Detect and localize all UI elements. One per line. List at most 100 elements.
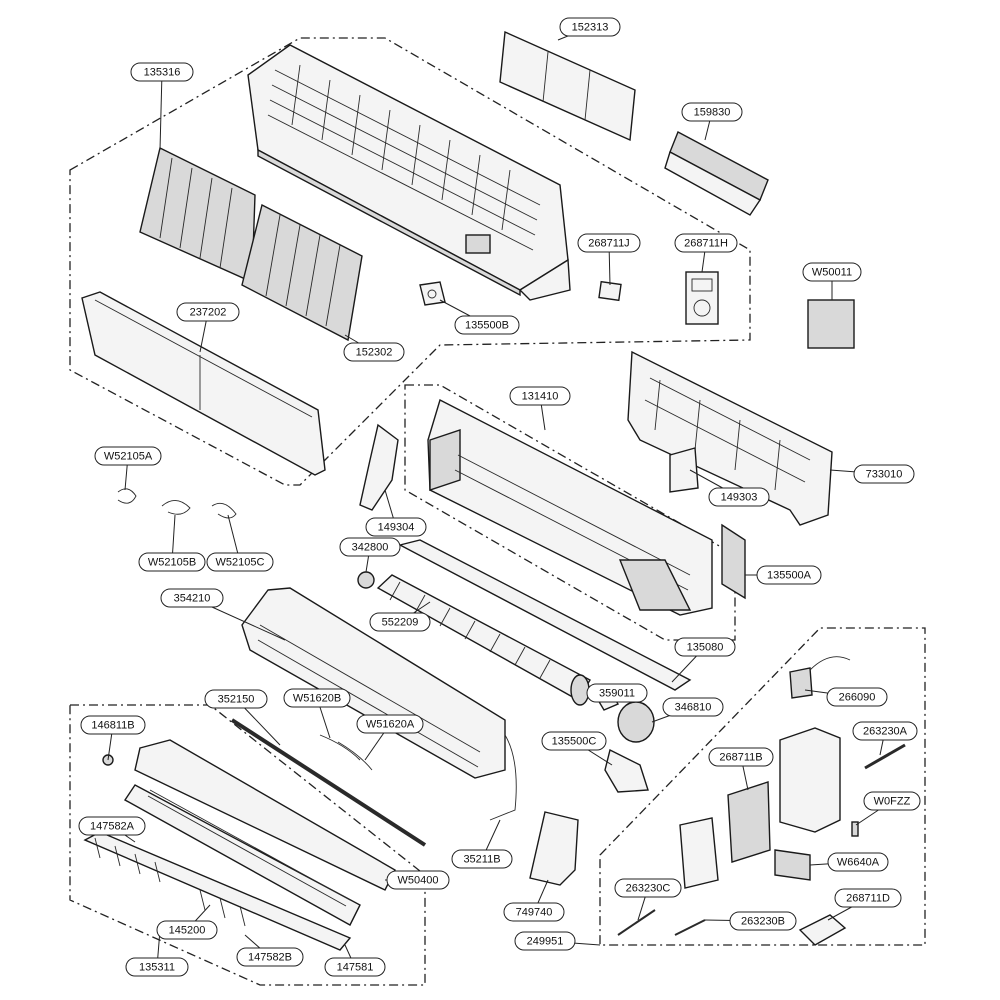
callout-oval: [834, 888, 902, 908]
callout-oval: [130, 62, 194, 82]
cabinet-housing: [247, 44, 571, 301]
callout-oval: [94, 446, 162, 466]
callout-oval: [577, 233, 641, 253]
callout-label: 145200: [169, 925, 206, 937]
callout-oval: [863, 791, 921, 811]
callout-352150: 352150: [204, 689, 268, 709]
callout-149303: 149303: [708, 487, 770, 507]
callout-249951: 249951: [514, 931, 576, 951]
callout-oval: [802, 262, 862, 282]
callout-oval: [386, 870, 450, 890]
leader-135316: [159, 71, 163, 151]
chassis: [427, 398, 713, 616]
group-outline-front-panel: [69, 37, 751, 486]
callout-label: 149303: [721, 492, 758, 504]
callout-label: 35211B: [463, 854, 500, 866]
callout-label: W52105C: [216, 557, 265, 569]
callout-label: 268711B: [719, 752, 762, 764]
callout-oval: [853, 464, 915, 484]
callout-label: 359011: [599, 688, 635, 700]
callout-oval: [236, 947, 304, 967]
callout-oval: [156, 920, 218, 940]
callout-label: 263230B: [741, 916, 785, 928]
transformer-266090: [789, 667, 813, 699]
callout-label: 135080: [687, 642, 724, 654]
callout-label: W52105B: [148, 557, 196, 569]
callout-label: W51620A: [366, 719, 415, 731]
air-filter-left: [139, 146, 256, 284]
filter-152313: [499, 30, 636, 142]
callout-oval: [708, 487, 770, 507]
callout-266090: 266090: [826, 687, 888, 707]
callout-label: 342800: [352, 542, 389, 554]
callout-label: 146811B: [91, 720, 134, 732]
callout-147581: 147581: [324, 957, 386, 977]
louver-frame: [123, 739, 396, 926]
callout-oval: [125, 957, 189, 977]
callout-oval: [756, 565, 822, 585]
callout-oval: [80, 715, 146, 735]
callout-oval: [339, 537, 401, 557]
callout-label: 263230C: [626, 883, 671, 895]
callout-W0FZZ: W0FZZ: [863, 791, 921, 811]
callout-oval: [614, 878, 682, 898]
callout-359011: 359011: [586, 683, 648, 703]
callout-label: 237202: [190, 307, 227, 319]
bracket-149303: [669, 447, 699, 493]
callout-oval: [681, 102, 743, 122]
callout-label: 135316: [144, 67, 181, 79]
callout-W52105B: W52105B: [138, 552, 206, 572]
callout-W50011: W50011: [802, 262, 862, 282]
callout-237202: 237202: [176, 302, 240, 322]
callout-oval: [541, 731, 607, 751]
label-268711H: [685, 271, 719, 325]
callout-oval: [206, 552, 274, 572]
callout-label: 268711D: [846, 893, 890, 905]
callout-W51620B: W51620B: [283, 688, 351, 708]
label-268711J: [598, 280, 622, 302]
callout-268711D: 268711D: [834, 888, 902, 908]
callout-oval: [369, 612, 431, 632]
callout-oval: [509, 386, 571, 406]
callout-oval: [662, 697, 724, 717]
callout-346810: 346810: [662, 697, 724, 717]
bracket-149304: [359, 423, 399, 511]
callout-label: W50011: [812, 267, 852, 279]
air-filter-right: [241, 203, 363, 342]
bearing-342800: [357, 571, 375, 589]
callout-label: 135311: [139, 962, 175, 974]
callout-263230A: 263230A: [852, 721, 918, 741]
filter-frame-159830: [664, 131, 769, 216]
callout-oval: [324, 957, 386, 977]
callout-label: 733010: [866, 469, 903, 481]
callout-W52105C: W52105C: [206, 552, 274, 572]
callout-oval: [356, 714, 424, 734]
manual-W50011: [807, 299, 855, 349]
callout-W50400: W50400: [386, 870, 450, 890]
callout-145200: 145200: [156, 920, 218, 940]
evaporator: [241, 587, 517, 821]
callout-label: 147582A: [90, 821, 135, 833]
callout-oval: [365, 517, 427, 537]
control-box: [617, 656, 906, 946]
callout-label: 346810: [675, 702, 712, 714]
callout-733010: 733010: [853, 464, 915, 484]
callout-W51620A: W51620A: [356, 714, 424, 734]
callout-147582A: 147582A: [78, 816, 146, 836]
support-749740: [529, 811, 579, 886]
callout-label: 749740: [516, 907, 553, 919]
hose-W52105B: [161, 500, 191, 515]
callout-label: 147581: [337, 962, 374, 974]
group-outline-chassis: [404, 384, 736, 641]
clip-135500B: [419, 281, 446, 306]
callout-label: 159830: [694, 107, 731, 119]
sensor-263230C: [617, 909, 656, 936]
callout-label: 552209: [382, 617, 419, 629]
callout-oval: [78, 816, 146, 836]
callout-oval: [451, 849, 513, 869]
callout-label: 152313: [572, 22, 609, 34]
callout-label: 266090: [839, 692, 876, 704]
callout-oval: [454, 315, 520, 335]
callout-label: 263230A: [863, 726, 908, 738]
